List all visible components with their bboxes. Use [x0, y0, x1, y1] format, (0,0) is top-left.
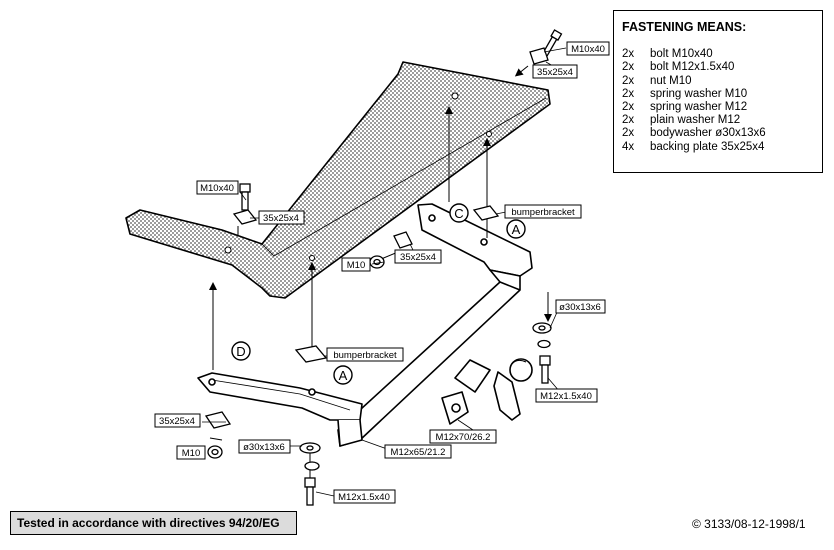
- label-plate-top: 35x25x4: [532, 64, 578, 79]
- svg-text:D: D: [236, 344, 245, 359]
- label-plate-left: 35x25x4: [258, 210, 305, 225]
- arrow-top-bolt: [514, 65, 529, 77]
- fastening-qty: 2x: [622, 48, 635, 61]
- fastening-desc: spring washer M10: [650, 87, 748, 100]
- vehicle-frame: [125, 61, 551, 299]
- fastening-means-box: FASTENING MEANS: 2x bolt M10x40 2x bolt M12…: [613, 10, 823, 173]
- svg-text:M10x40: M10x40: [200, 183, 234, 194]
- svg-text:bumperbracket: bumperbracket: [511, 207, 575, 218]
- svg-text:35x25x4: 35x25x4: [263, 213, 299, 224]
- label-bumperbracket-left: bumperbracket: [326, 347, 404, 362]
- label-nut-m10-mid: M10: [341, 257, 371, 272]
- callout-c: C: [449, 203, 469, 223]
- svg-text:C: C: [454, 206, 463, 221]
- svg-text:M12x70/26.2: M12x70/26.2: [436, 432, 491, 443]
- fastening-desc: bodywasher ø30x13x6: [650, 127, 766, 140]
- label-m12x65: M12x65/21.2: [384, 444, 452, 459]
- svg-text:M12x1.5x40: M12x1.5x40: [540, 391, 592, 402]
- svg-text:M10: M10: [347, 260, 365, 271]
- fastening-qty: 2x: [622, 87, 635, 100]
- copyright-text: © 3133/08-12-1998/1: [692, 517, 806, 531]
- bolt-right-icon: [539, 355, 551, 384]
- svg-text:A: A: [512, 222, 521, 237]
- label-bumperbracket-right: bumperbracket: [504, 204, 582, 219]
- label-nut-m10-bottom: M10: [176, 445, 206, 460]
- fastening-item: 2x bolt M12x1.5x40: [622, 61, 814, 74]
- label-plate-mid: 35x25x4: [394, 249, 442, 264]
- fastening-item: 2x bolt M10x40: [622, 48, 814, 61]
- label-m10x40-top: M10x40: [566, 41, 610, 56]
- bolt-left-icon: [239, 183, 251, 211]
- fastening-qty: 2x: [622, 74, 635, 87]
- fastening-qty: 2x: [622, 114, 635, 127]
- fastening-qty: 2x: [622, 101, 635, 114]
- towbar-crossbar: [197, 203, 533, 447]
- svg-text:35x25x4: 35x25x4: [159, 416, 195, 427]
- hardware-parts: [204, 29, 563, 506]
- label-bodywasher-bottom: ø30x13x6: [238, 439, 291, 454]
- fastening-qty: 2x: [622, 61, 635, 74]
- callout-a-left: A: [333, 365, 353, 385]
- svg-text:ø30x13x6: ø30x13x6: [559, 302, 601, 313]
- label-bodywasher-right: ø30x13x6: [555, 299, 606, 314]
- plate-left-icon: [232, 209, 258, 225]
- fastening-desc: nut M10: [650, 74, 692, 87]
- svg-text:A: A: [339, 368, 348, 383]
- tested-notice: Tested in accordance with directives 94/…: [10, 511, 297, 535]
- fastening-item: 2x spring washer M12: [622, 101, 814, 114]
- label-m10x40-left: M10x40: [196, 180, 239, 195]
- fastening-item: 2x bodywasher ø30x13x6: [622, 127, 814, 140]
- label-m12x1.5x40-right: M12x1.5x40: [535, 388, 598, 403]
- svg-text:M10: M10: [182, 448, 200, 459]
- fastening-desc: spring washer M12: [650, 101, 748, 114]
- svg-text:M10x40: M10x40: [571, 44, 605, 55]
- nut-bottom-icon: [207, 445, 223, 459]
- label-m12x1.5x40-bottom: M12x1.5x40: [333, 489, 396, 504]
- fastening-qty: 2x: [622, 127, 635, 140]
- callouts: C A D A: [231, 203, 526, 385]
- fastening-item: 4x backing plate 35x25x4: [622, 141, 814, 154]
- fastening-qty: 4x: [622, 140, 635, 153]
- fastening-desc: backing plate 35x25x4: [650, 140, 765, 153]
- bodywasher-bottom-icon: [299, 442, 321, 471]
- fastening-desc: plain washer M12: [650, 114, 741, 127]
- part-labels: M10x40 35x25x4 M10x40 35x25x4 bumperbrac…: [154, 41, 610, 504]
- plate-mid-icon: [393, 231, 413, 249]
- label-m12x70: M12x70/26.2: [429, 429, 497, 444]
- bolt-bottom-icon: [304, 477, 316, 506]
- svg-text:bumperbracket: bumperbracket: [333, 350, 397, 361]
- plate-top-icon: [529, 47, 549, 65]
- bumperbracket-right-icon: [472, 205, 500, 221]
- svg-text:35x25x4: 35x25x4: [537, 67, 573, 78]
- bumperbracket-left-icon: [294, 345, 328, 363]
- svg-text:M12x65/21.2: M12x65/21.2: [391, 447, 446, 458]
- svg-text:ø30x13x6: ø30x13x6: [243, 442, 285, 453]
- fastening-title: FASTENING MEANS:: [622, 20, 747, 34]
- fastening-desc: bolt M10x40: [650, 48, 713, 61]
- label-plate-bottom: 35x25x4: [154, 413, 201, 428]
- callout-a-right: A: [506, 219, 526, 239]
- fastening-item: 2x spring washer M10: [622, 88, 814, 101]
- svg-text:35x25x4: 35x25x4: [400, 252, 436, 263]
- fastening-desc: bolt M12x1.5x40: [650, 61, 735, 74]
- fastening-item: 2x nut M10: [622, 75, 814, 88]
- callout-d: D: [231, 341, 251, 361]
- fastening-item: 2x plain washer M12: [622, 114, 814, 127]
- svg-text:M12x1.5x40: M12x1.5x40: [338, 492, 390, 503]
- bodywasher-right-icon: [532, 322, 552, 349]
- plate-bottom-icon: [204, 411, 232, 429]
